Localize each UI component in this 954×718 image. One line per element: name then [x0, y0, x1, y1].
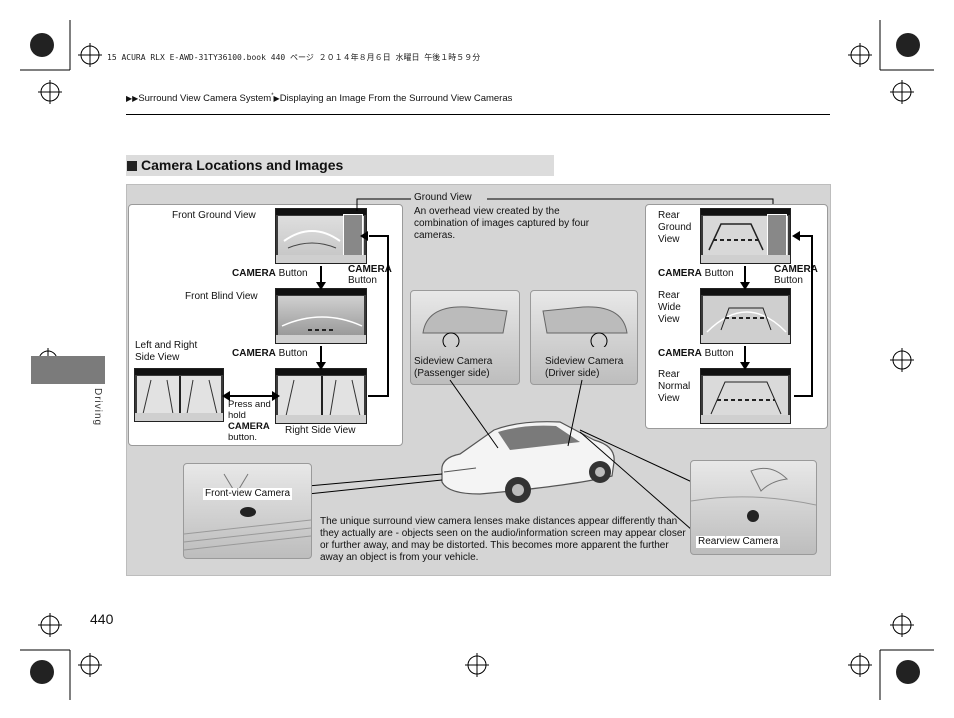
breadcrumb-arrow: ▶: [273, 94, 280, 104]
section-title: Camera Locations and Images: [126, 155, 554, 176]
front-blind-view-label: Front Blind View: [185, 291, 258, 302]
front-view-camera-label: Front-view Camera: [203, 488, 293, 500]
distance-warning-note: The unique surround view camera lenses m…: [320, 516, 686, 563]
chapter-label-driving: Driving: [92, 388, 103, 427]
camera-button-label-front-2: CAMERA Button: [232, 348, 308, 359]
front-view-camera-photo: [183, 463, 312, 559]
front-blind-view-screen: [275, 288, 367, 344]
rearview-camera-label: Rearview Camera: [696, 536, 781, 548]
camera-button-label-front-1: CAMERA Button: [232, 268, 308, 279]
header-rule: [126, 114, 830, 115]
section-title-text: Camera Locations and Images: [141, 157, 344, 173]
front-grille-illustration: [184, 473, 311, 551]
front-ground-view-guides: [283, 230, 341, 249]
sideview-driver-label: Sideview Camera (Driver side): [545, 356, 624, 379]
trunk-illustration: [691, 467, 816, 522]
car-illustration: [441, 421, 615, 503]
left-right-side-view-screen: [134, 368, 224, 422]
rear-ground-view-screen: [700, 208, 791, 264]
breadcrumb-arrows: ▶▶: [126, 94, 139, 104]
breadcrumb-asterisk: *: [271, 93, 274, 99]
front-ground-view-label: Front Ground View: [172, 210, 256, 221]
rear-normal-view-label: Rear Normal View: [658, 369, 691, 404]
mirror-passenger-illustration: [422, 306, 508, 347]
right-side-view-screen: [275, 368, 367, 424]
ground-view-description: An overhead view created by the combinat…: [414, 206, 590, 241]
breadcrumb-item-surround-view[interactable]: Surround View Camera System: [138, 93, 272, 105]
ground-view-label: Ground View: [414, 192, 472, 203]
breadcrumb: ▶▶Surround View Camera System*▶Displayin…: [126, 93, 512, 104]
rear-wide-view-screen: [700, 288, 791, 344]
sideview-passenger-photo: [410, 290, 520, 385]
print-header: 15 ACURA RLX E-AWD-31TY36100.book 440 ペー…: [107, 53, 481, 62]
rear-ground-view-label: Rear Ground View: [658, 210, 692, 245]
camera-button-label-rear-1: CAMERA Button: [658, 268, 734, 279]
square-bullet-icon: [127, 161, 137, 171]
front-blind-view-guides: [281, 316, 363, 331]
rear-wide-view-guides: [706, 307, 787, 333]
right-side-view-guides: [285, 376, 361, 417]
chapter-tab: [31, 356, 105, 384]
breadcrumb-item-displaying[interactable]: Displaying an Image From the Surround Vi…: [279, 93, 513, 105]
rear-wide-view-label: Rear Wide View: [658, 290, 681, 325]
mirror-driver-illustration: [542, 306, 628, 347]
front-ground-view-screen: [275, 208, 367, 264]
right-side-view-label: Right Side View: [285, 425, 356, 436]
left-right-side-view-label: Left and Right Side View: [135, 340, 198, 363]
sideview-driver-photo: [530, 290, 638, 385]
front-flow-arrows: [222, 231, 389, 401]
rear-ground-view-guides: [708, 223, 764, 251]
camera-leader-lines: [307, 379, 693, 531]
rear-normal-view-guides: [710, 381, 782, 415]
rear-flow-arrows: [740, 231, 813, 397]
camera-button-label-rear-2: CAMERA Button: [658, 348, 734, 359]
sideview-passenger-label: Sideview Camera (Passenger side): [414, 356, 493, 379]
left-right-side-view-guides: [142, 376, 218, 415]
page-number: 440: [90, 611, 114, 627]
